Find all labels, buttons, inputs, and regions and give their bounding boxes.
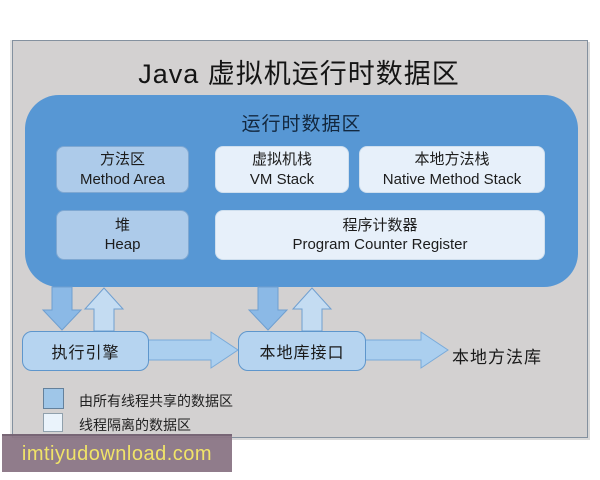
program-counter-label-zh: 程序计数器 <box>342 216 418 234</box>
runtime-area-label: 运行时数据区 <box>241 114 362 135</box>
native-interface-label: 本地库接口 <box>259 345 345 362</box>
legend-label-shared: 由所有线程共享的数据区 <box>79 393 233 409</box>
box-method-area: 方法区 Method Area <box>56 146 189 193</box>
vm-stack-label-zh: 虚拟机栈 <box>251 151 312 168</box>
method-area-label-en: Method Area <box>79 170 166 188</box>
method-area-label-zh: 方法区 <box>99 151 145 168</box>
page-title: Java 虚拟机运行时数据区 <box>138 59 460 89</box>
legend-label-isolated: 线程隔离的数据区 <box>79 417 191 433</box>
native-method-stack-label-en: Native Method Stack <box>382 170 522 188</box>
legend-swatch-shared <box>43 388 64 409</box>
execution-engine-label: 执行引擎 <box>51 345 120 362</box>
watermark-text: imtiyudownload.com <box>21 442 213 465</box>
heap-label-zh: 堆 <box>114 216 130 234</box>
legend-swatch-isolated <box>43 413 63 432</box>
box-execution-engine: 执行引擎 <box>22 331 149 371</box>
native-library-label: 本地方法库 <box>452 348 542 367</box>
box-vm-stack: 虚拟机栈 VM Stack <box>215 146 349 193</box>
box-native-interface: 本地库接口 <box>238 331 366 371</box>
box-native-method-stack: 本地方法栈 Native Method Stack <box>359 146 545 193</box>
box-program-counter: 程序计数器 Program Counter Register <box>215 210 545 260</box>
box-heap: 堆 Heap <box>56 210 189 260</box>
native-method-stack-label-zh: 本地方法栈 <box>414 151 490 168</box>
heap-label-en: Heap <box>104 236 141 253</box>
watermark-bar: imtiyudownload.com <box>2 434 232 472</box>
program-counter-label-en: Program Counter Register <box>292 236 468 253</box>
vm-stack-label-en: VM Stack <box>249 170 315 188</box>
